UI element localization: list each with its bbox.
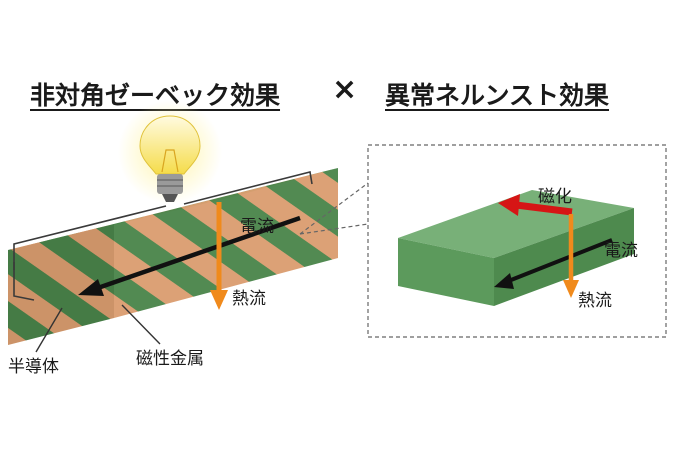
semiconductor-label: 半導体: [8, 357, 59, 377]
heat-label-left: 熱流: [232, 289, 266, 309]
magnetization-arrow: [498, 194, 573, 216]
zoom-line-upper: [299, 182, 369, 235]
light-bulb-icon: [118, 100, 222, 204]
zoom-line-lower: [299, 223, 369, 235]
magnetization-label: 磁化: [538, 187, 572, 207]
magnetic-block-top: [398, 190, 634, 258]
magnetic-metal-label: 磁性金属: [136, 349, 204, 369]
inset-frame: [367, 144, 667, 338]
magnetic-metal-leader: [121, 304, 161, 345]
title-anomalous-nernst: 異常ネルンスト効果: [385, 81, 610, 110]
circuit-wire: [13, 171, 313, 270]
heat-label-right: 熱流: [578, 291, 612, 311]
current-label-right: 電流: [604, 241, 638, 261]
magnetic-block-front: [398, 238, 494, 306]
current-arrow-right: [494, 238, 613, 289]
current-arrow-left: [78, 215, 301, 296]
heat-arrow-right: [563, 214, 579, 298]
heat-arrow-left: [210, 202, 228, 310]
times-operator: ×: [332, 72, 358, 107]
semiconductor-leader: [35, 307, 63, 353]
current-label-left: 電流: [240, 217, 274, 237]
striped-bar-front: [8, 224, 114, 345]
